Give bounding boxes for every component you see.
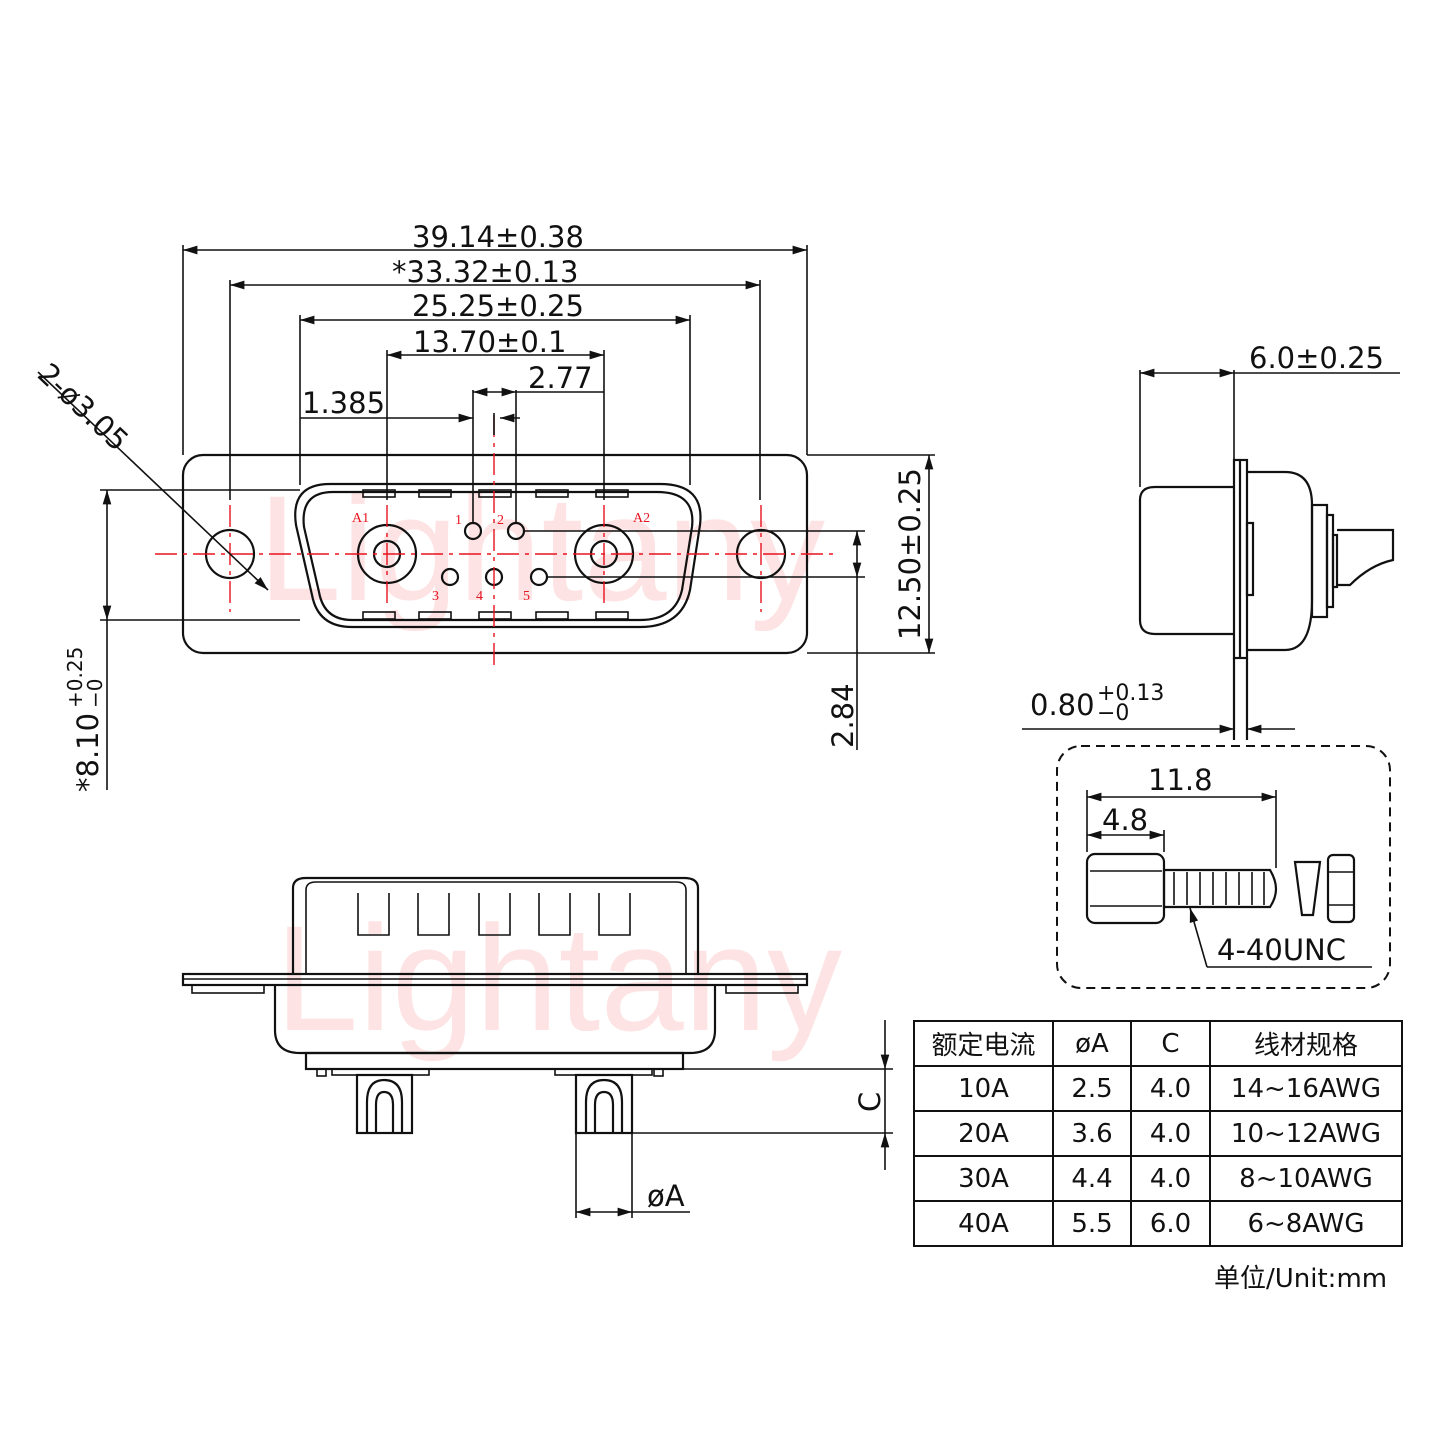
table-row: 30A 4.4 4.0 8~10AWG [913, 1155, 1403, 1202]
thread-spec: 4-40UNC [1217, 933, 1346, 967]
header-wire-spec: 线材规格 [1209, 1020, 1403, 1067]
dim-signal-pin-offset: 1.385 [302, 386, 385, 420]
solder-cup-left [355, 1073, 414, 1135]
pin-label-a1: A1 [352, 511, 369, 526]
dim-shell-height: *8.10 +0.25 −0 [63, 647, 107, 792]
centerlines [155, 415, 835, 670]
svg-text:−0: −0 [83, 679, 107, 708]
header-phi-a: øA [1052, 1020, 1132, 1067]
lock-washer [1293, 860, 1322, 917]
pin-label-a2: A2 [633, 511, 650, 526]
watermark-bottom: Lightany [275, 894, 842, 1062]
pin-label-5: 5 [523, 589, 530, 604]
dim-flange-thickness: 0.80 +0.13 −0 [1030, 681, 1164, 726]
dim-hex-length: 4.8 [1102, 803, 1148, 837]
dim-signal-pin-pitch: 2.77 [528, 361, 593, 395]
dim-overall-width: 39.14±0.38 [412, 220, 584, 254]
dim-row-spacing: 2.84 [826, 683, 860, 748]
dim-flange-height: 12.50±0.25 [893, 468, 927, 640]
dim-power-pin-spacing: 13.70±0.1 [413, 325, 566, 359]
solder-cup-right [574, 1073, 634, 1135]
dim-mount-hole-spacing: *33.32±0.13 [392, 255, 578, 289]
dim-phi-a: øA [647, 1179, 685, 1213]
threaded-shaft [1162, 868, 1278, 909]
dim-screw-length: 11.8 [1148, 763, 1213, 797]
header-rated-current: 额定电流 [913, 1020, 1054, 1067]
unit-note: 单位/Unit:mm [1214, 1264, 1388, 1294]
table-row: 10A 2.5 4.0 14~16AWG [913, 1065, 1403, 1112]
dim-mount-hole-diameter: 2-ø3.05 [31, 356, 135, 457]
pin-label-2: 2 [497, 513, 504, 528]
dim-c: C [853, 1092, 887, 1112]
contact-slots [357, 893, 631, 936]
spec-table: 额定电流 øA C 线材规格 10A 2.5 4.0 14~16AWG 20A … [913, 1020, 1403, 1247]
signal-pin-3 [440, 567, 460, 587]
side-view: 6.0±0.25 0.80 +0.13 −0 [1022, 341, 1400, 740]
detail-frame [1056, 745, 1391, 989]
screw-detail: 11.8 4.8 4-40UNC [1056, 745, 1391, 989]
side-shell [1138, 485, 1234, 636]
table-row: 20A 3.6 4.0 10~12AWG [913, 1110, 1403, 1157]
svg-text:*8.10: *8.10 [71, 713, 105, 792]
svg-text:+0.13: +0.13 [1097, 681, 1164, 706]
shell-outer [294, 482, 702, 629]
bottom-shell-top [291, 876, 700, 974]
table-header-row: 额定电流 øA C 线材规格 [913, 1020, 1403, 1067]
dim-shell-width: 25.25±0.25 [412, 289, 584, 323]
shell-inner [302, 490, 694, 622]
bottom-view: C øA [181, 876, 893, 1218]
dim-depth: 6.0±0.25 [1249, 341, 1384, 375]
hex-nut [1326, 853, 1356, 924]
pin-label-4: 4 [476, 589, 483, 604]
pin-label-3: 3 [432, 589, 439, 604]
svg-text:−0: −0 [1097, 701, 1129, 726]
header-c: C [1130, 1020, 1211, 1067]
dimples [362, 489, 629, 620]
svg-text:+0.25: +0.25 [63, 647, 87, 708]
hex-standoff [1085, 852, 1166, 925]
pin-label-1: 1 [455, 513, 462, 528]
svg-text:0.80: 0.80 [1030, 688, 1095, 722]
table-row: 40A 5.5 6.0 6~8AWG [913, 1200, 1403, 1247]
